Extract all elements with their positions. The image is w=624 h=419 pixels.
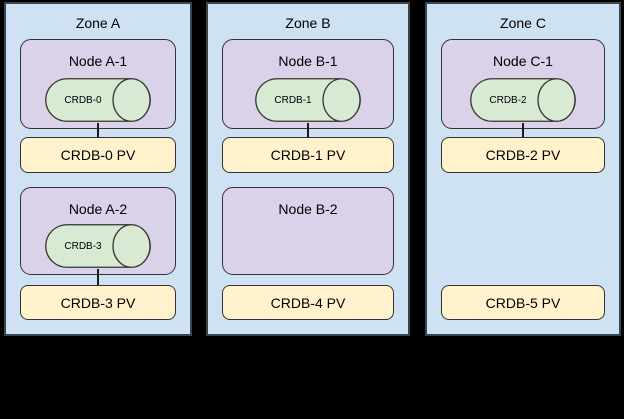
zone-a: Zone A Node A-1 CRDB-0 CRDB-0 PV Node A-… [4,2,192,336]
pv-crdb-4-label: CRDB-4 PV [270,294,346,311]
pv-crdb-0-label: CRDB-0 PV [60,147,136,163]
database-cylinder-crdb-2: CRDB-2 [470,78,576,122]
database-cylinder-crdb-3: CRDB-3 [45,224,151,268]
cylinder-crdb-3-label: CRDB-3 [64,240,102,252]
node-b-2-label: Node B-2 [278,201,338,217]
pv-crdb-2-label: CRDB-2 PV [485,147,561,163]
database-cylinder-crdb-1: CRDB-1 [255,78,361,122]
zone-c: Zone C Node C-1 CRDB-2 CRDB-2 PV CRDB-5 … [425,2,621,336]
pv-crdb-4: CRDB-4 PV [222,285,394,320]
pv-crdb-0: CRDB-0 PV [20,137,176,173]
cylinder-crdb-1-label: CRDB-1 [274,94,312,106]
cylinder-shape [255,78,361,122]
zone-b: Zone B Node B-1 CRDB-1 CRDB-1 PV Node B-… [206,2,410,336]
database-cylinder-crdb-0: CRDB-0 [45,78,151,122]
node-a-2-label: Node A-2 [68,201,128,217]
node-b-1-label: Node B-1 [278,53,338,69]
connector-crdb-3 [97,269,99,286]
node-c-1: Node C-1 CRDB-2 [441,39,605,129]
connector-crdb-0 [97,123,99,138]
pv-crdb-1: CRDB-1 PV [222,137,394,173]
connector-crdb-1 [307,123,309,138]
node-a-1-label: Node A-1 [68,53,128,69]
pv-crdb-3: CRDB-3 PV [20,285,176,320]
zone-c-label: Zone C [500,15,546,31]
cylinder-shape [470,78,576,122]
cylinder-crdb-2-label: CRDB-2 [489,94,527,106]
cylinder-shape [45,78,151,122]
node-c-1-label: Node C-1 [493,53,553,69]
pv-crdb-1-label: CRDB-1 PV [270,147,346,163]
cylinder-shape [45,224,151,268]
node-a-2: Node A-2 CRDB-3 [20,187,176,275]
pv-crdb-5-label: CRDB-5 PV [485,294,561,311]
node-b-1: Node B-1 CRDB-1 [222,39,394,129]
pv-crdb-3-label: CRDB-3 PV [60,294,136,311]
connector-crdb-2 [522,123,524,138]
node-a-1: Node A-1 CRDB-0 [20,39,176,129]
zone-a-label: Zone A [75,15,121,31]
node-b-2: Node B-2 [222,187,394,275]
zone-b-label: Zone B [285,15,331,31]
pv-crdb-2: CRDB-2 PV [441,137,605,173]
pv-crdb-5: CRDB-5 PV [441,285,605,320]
cylinder-crdb-0-label: CRDB-0 [64,94,102,106]
